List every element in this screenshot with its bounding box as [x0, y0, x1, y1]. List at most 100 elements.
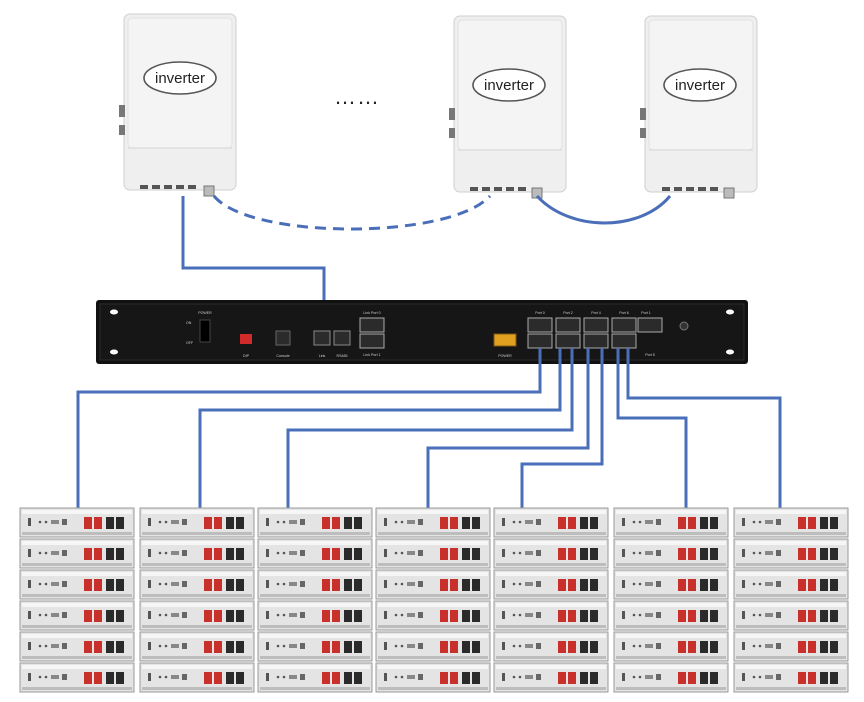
positive-terminal: [332, 517, 340, 529]
positive-terminal: [450, 548, 458, 560]
negative-terminal: [236, 517, 244, 529]
hub-dip-label: DIP: [243, 354, 250, 358]
negative-terminal: [226, 548, 234, 560]
battery-port-3[interactable]: [611, 317, 637, 333]
negative-terminal: [344, 579, 352, 591]
battery-port-3b[interactable]: [611, 333, 637, 349]
positive-terminal: [558, 672, 566, 684]
module-switch: [742, 642, 745, 650]
negative-terminal: [820, 548, 828, 560]
battery-port-0-label: Port 0: [535, 311, 545, 315]
battery-port-0[interactable]: [527, 317, 553, 333]
positive-terminal: [808, 641, 816, 653]
inverter-1-label: inverter: [155, 70, 205, 87]
negative-terminal: [710, 641, 718, 653]
module-switch: [266, 580, 269, 588]
battery-port-2[interactable]: [583, 317, 609, 333]
battery-port-2b[interactable]: [583, 333, 609, 349]
positive-terminal: [558, 641, 566, 653]
positive-terminal: [440, 548, 448, 560]
power-connector[interactable]: [493, 333, 517, 347]
positive-terminal: [214, 548, 222, 560]
link-port[interactable]: [313, 330, 331, 346]
negative-terminal: [820, 610, 828, 622]
console-port[interactable]: [275, 330, 291, 346]
positive-terminal: [214, 517, 222, 529]
link-port-1[interactable]: [359, 333, 385, 349]
negative-terminal: [116, 517, 124, 529]
inverter-3-label: inverter: [675, 77, 725, 94]
battery-module: [493, 600, 609, 631]
negative-terminal: [820, 672, 828, 684]
positive-terminal: [84, 610, 92, 622]
negative-terminal: [710, 672, 718, 684]
positive-terminal: [84, 672, 92, 684]
negative-terminal: [462, 517, 470, 529]
module-switch: [742, 673, 745, 681]
positive-terminal: [94, 672, 102, 684]
positive-terminal: [568, 641, 576, 653]
positive-terminal: [558, 610, 566, 622]
positive-terminal: [322, 548, 330, 560]
positive-terminal: [322, 579, 330, 591]
battery-module: [493, 538, 609, 569]
positive-terminal: [808, 517, 816, 529]
link-port-0[interactable]: [359, 317, 385, 333]
battery-port-block: Port 0 Port 2 Port 4 Port 6 Port 1 Port …: [527, 311, 689, 357]
positive-terminal: [332, 579, 340, 591]
cable-to-stack-3: [286, 348, 574, 510]
battery-module: [139, 600, 255, 631]
module-switch: [266, 673, 269, 681]
negative-terminal: [830, 610, 838, 622]
module-switch: [742, 611, 745, 619]
battery-port-1[interactable]: [555, 317, 581, 333]
positive-terminal: [94, 517, 102, 529]
positive-terminal: [204, 579, 212, 591]
link-cable-2-3: [535, 194, 672, 225]
negative-terminal: [116, 548, 124, 560]
negative-terminal: [590, 548, 598, 560]
negative-terminal: [106, 548, 114, 560]
positive-terminal: [688, 517, 696, 529]
rs485-port[interactable]: [333, 330, 351, 346]
positive-terminal: [332, 641, 340, 653]
positive-terminal: [450, 579, 458, 591]
negative-terminal: [830, 517, 838, 529]
positive-terminal: [568, 548, 576, 560]
positive-terminal: [688, 641, 696, 653]
module-switch: [28, 518, 31, 526]
battery-module: [139, 538, 255, 569]
battery-port-0b[interactable]: [527, 333, 553, 349]
positive-terminal: [450, 610, 458, 622]
positive-terminal: [450, 517, 458, 529]
dip-switch[interactable]: [240, 334, 252, 344]
battery-module: [19, 538, 135, 569]
module-switch: [148, 549, 151, 557]
hub-link-port-top-label: Link Port 0: [363, 311, 380, 315]
battery-module: [375, 569, 491, 600]
positive-terminal: [678, 610, 686, 622]
negative-terminal: [462, 641, 470, 653]
negative-terminal: [462, 672, 470, 684]
positive-terminal: [798, 672, 806, 684]
ellipsis-more-inverters: ……: [334, 84, 380, 109]
negative-terminal: [472, 672, 480, 684]
cable-to-stack-6: [616, 348, 688, 510]
battery-port-1b[interactable]: [555, 333, 581, 349]
power-switch[interactable]: [199, 319, 211, 343]
positive-terminal: [440, 517, 448, 529]
positive-terminal: [332, 548, 340, 560]
cable-to-stack-5: [520, 348, 604, 510]
battery-module: [375, 538, 491, 569]
positive-terminal: [440, 610, 448, 622]
positive-terminal: [94, 548, 102, 560]
battery-port-4[interactable]: [637, 317, 663, 333]
module-switch: [266, 611, 269, 619]
module-switch: [266, 642, 269, 650]
negative-terminal: [580, 641, 588, 653]
positive-terminal: [798, 641, 806, 653]
module-switch: [384, 611, 387, 619]
hub-power-label: POWER: [198, 311, 212, 315]
negative-terminal: [580, 548, 588, 560]
